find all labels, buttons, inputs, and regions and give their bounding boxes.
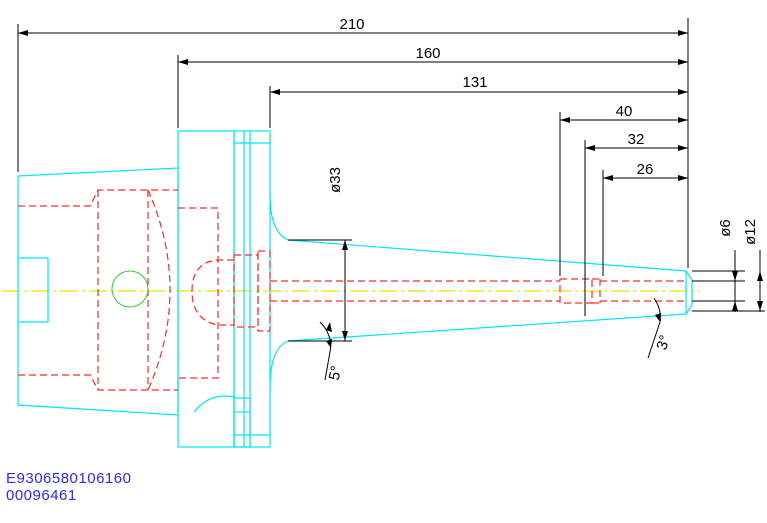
dimension-lines bbox=[17, 18, 765, 381]
dim-26-label: 26 bbox=[637, 161, 654, 178]
dim-160-label: 160 bbox=[415, 45, 440, 62]
dim-210-label: 210 bbox=[339, 16, 364, 33]
dim-dia33-label: ø33 bbox=[327, 167, 344, 193]
hidden-lines bbox=[18, 189, 686, 391]
taper-nose-outline bbox=[269, 194, 693, 389]
dim-angle5-label: 5° bbox=[326, 364, 346, 382]
dim-32-label: 32 bbox=[628, 131, 645, 148]
dim-dia12-label: ø12 bbox=[742, 219, 759, 245]
part-number: 00096461 bbox=[6, 487, 77, 504]
dim-131-label: 131 bbox=[462, 74, 487, 91]
dim-dia6-label: ø6 bbox=[717, 219, 734, 237]
dim-angle3-label: 3° bbox=[653, 333, 674, 352]
center-circle bbox=[111, 270, 149, 308]
dim-40-label: 40 bbox=[616, 103, 633, 120]
part-code: E9306580106160 bbox=[6, 470, 131, 487]
